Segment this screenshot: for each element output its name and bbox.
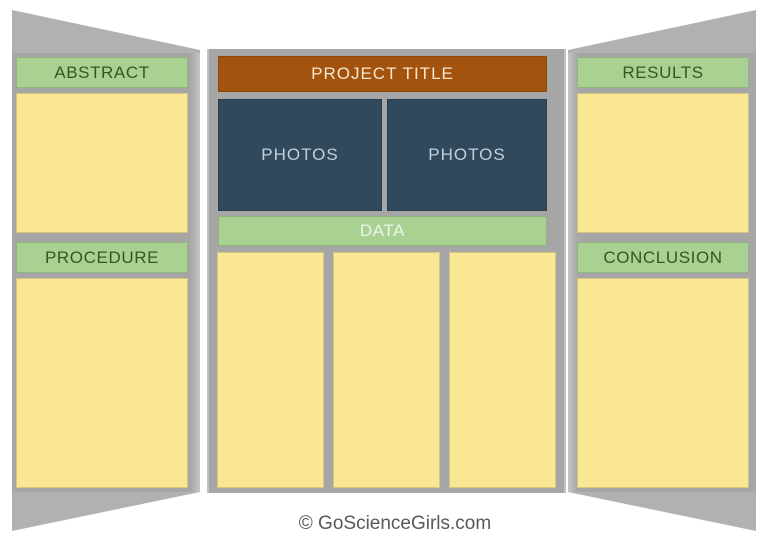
results-content-box <box>577 93 749 233</box>
data-column-2 <box>333 252 440 488</box>
conclusion-header: CONCLUSION <box>577 242 749 273</box>
photos-placeholder-left: PHOTOS <box>218 99 382 211</box>
abstract-content-box <box>16 93 188 233</box>
left-flap-fold-edge <box>190 53 200 492</box>
data-column-3 <box>449 252 556 488</box>
data-header: DATA <box>218 216 547 246</box>
photos-placeholder-right: PHOTOS <box>387 99 547 211</box>
copyright-credit: © GoScienceGirls.com <box>298 513 492 534</box>
data-column-1 <box>217 252 324 488</box>
procedure-content-box <box>16 278 188 488</box>
project-title-header: PROJECT TITLE <box>218 56 547 92</box>
abstract-header: ABSTRACT <box>16 57 188 88</box>
procedure-header: PROCEDURE <box>16 242 188 273</box>
conclusion-content-box <box>577 278 749 488</box>
right-flap-fold-edge <box>568 53 578 492</box>
results-header: RESULTS <box>577 57 749 88</box>
